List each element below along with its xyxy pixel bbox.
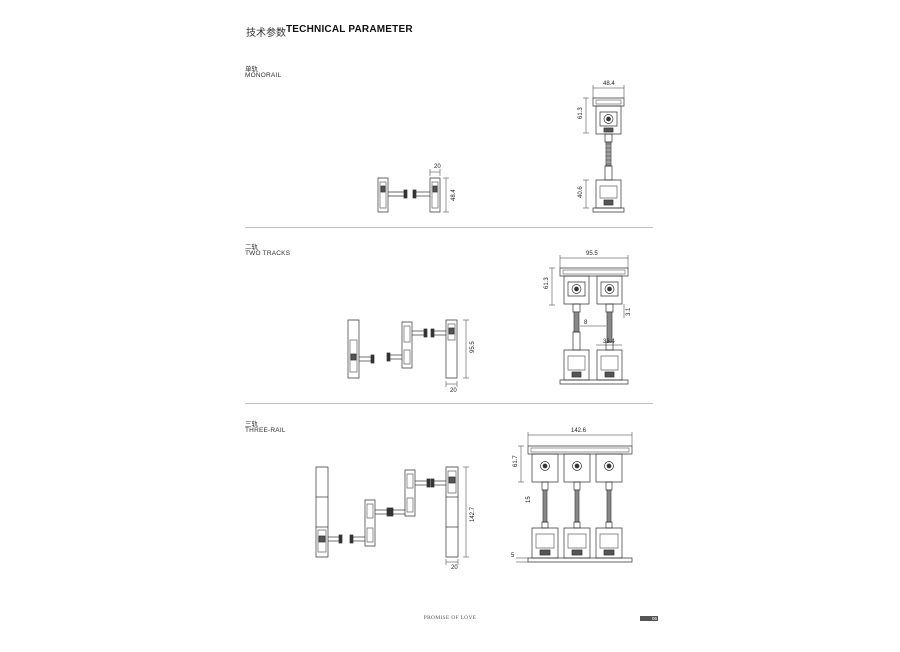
page-title-en: TECHNICAL PARAMETER [286, 24, 413, 35]
dim-5: 5 [511, 553, 515, 559]
two-tracks-front-section [549, 255, 628, 384]
section-divider [245, 227, 653, 228]
monorail-front-section [583, 85, 624, 212]
dim-15: 15 [526, 496, 532, 503]
two-tracks-side-view [348, 320, 469, 387]
section-three-rail-label-en: THREE-RAIL [245, 427, 286, 434]
monorail-side-view [378, 169, 449, 212]
dim-95-5-top: 95.5 [586, 251, 598, 257]
page-title-cn: 技术参数 [246, 28, 286, 39]
dim-40-6: 40.6 [578, 186, 584, 198]
dim-61-3: 61.3 [578, 107, 584, 119]
dim-20: 20 [434, 164, 441, 170]
section-monorail-label-cn: 单轨 [245, 66, 258, 73]
three-rail-front-section [516, 432, 632, 562]
section-two-tracks-label-en: TWO TRACKS [245, 250, 291, 257]
section-three-rail-label-cn: 三轨 [245, 421, 258, 428]
dim-20-three-rail: 20 [451, 565, 458, 571]
dim-142-7-vertical: 142.7 [470, 506, 476, 522]
dim-8: 8 [584, 320, 588, 326]
section-two-tracks-label-cn: 二轨 [245, 244, 258, 251]
footer-tagline: PROMISE OF LOVE [423, 615, 477, 621]
dim-142-6-top: 142.6 [571, 428, 587, 434]
dim-61-3-two-tracks: 61.3 [544, 277, 550, 289]
page-number: 06 [640, 616, 658, 621]
dim-48-4-vertical: 48.4 [451, 189, 457, 201]
dim-48-4-top: 48.4 [603, 81, 615, 87]
three-rail-side-view [316, 467, 469, 565]
dim-95-5-vertical: 95.5 [470, 341, 476, 353]
dim-61-7: 61.7 [513, 455, 519, 467]
dim-3-1: 3.1 [626, 307, 632, 316]
section-divider [245, 403, 653, 404]
section-monorail-label-en: MONORAIL [245, 72, 282, 79]
dim-20-two-tracks: 20 [450, 388, 457, 394]
dim-33-4: 33.4 [603, 339, 615, 345]
